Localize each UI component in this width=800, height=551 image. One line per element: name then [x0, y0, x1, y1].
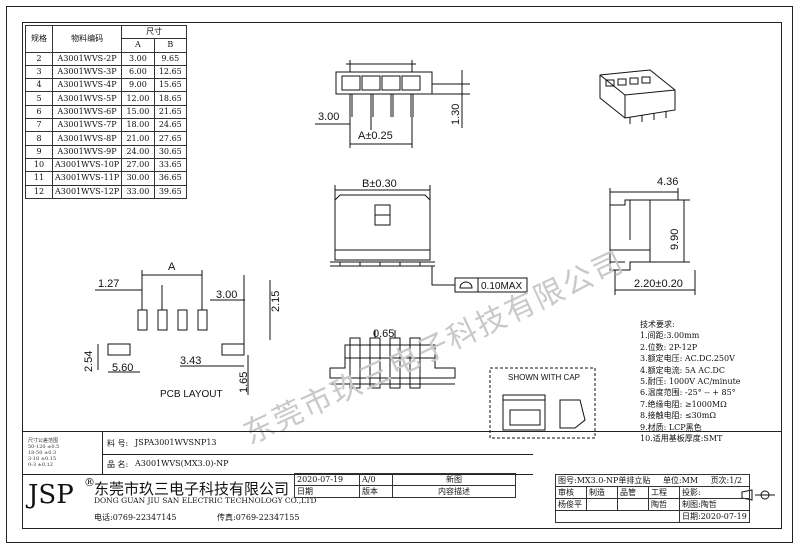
dim-top-3-00: 3.00 [318, 111, 339, 123]
revision-table: 2020-07-19 A/0 新图 日期 版本 内容描述 [294, 473, 516, 498]
rev-date: 2020-07-19 [294, 473, 360, 486]
tech-item: 9.材质: LCP黑色 [640, 422, 702, 432]
tech-item: 4.额定电流: 5A AC.DC [640, 365, 725, 375]
dim-pcb-1-27: 1.27 [98, 278, 119, 290]
tolerance-title: 尺寸公差范围 [28, 438, 59, 444]
header-dims: 尺寸 [121, 24, 187, 40]
tolerance-row: 50-120 ±0.5 [28, 444, 60, 450]
rev-version: A/0 [359, 473, 393, 486]
tech-item: 6.温度范围: -25° -- + 85° [640, 388, 736, 398]
tech-item: 5.耐压: 1000V AC/minute [640, 377, 741, 387]
dim-side-2-20: 2.20±0.20 [634, 278, 683, 290]
tech-item: 8.接触电阻: ≤30mΩ [640, 411, 716, 421]
rev-date-header: 日期 [294, 485, 360, 498]
tech-title: 技术要求: [640, 320, 675, 329]
review-header: 审核 [555, 486, 587, 499]
spec-cell: A3001WVS-12P [51, 184, 123, 199]
dim-side-4-36: 4.36 [657, 176, 678, 188]
dim-pcb-3-43: 3.43 [180, 355, 201, 367]
dim-front-b: B±0.30 [362, 178, 397, 190]
dim-pcb-3-00: 3.00 [216, 289, 237, 301]
page-value: 页次:1/2 [710, 476, 743, 485]
company-phone: 电话:0769-22347145 [94, 513, 177, 522]
part-no-value: JSPA3001WVSNP13 [135, 438, 217, 447]
company-name-cn: 东莞市玖三电子科技有限公司 [94, 480, 290, 498]
tolerance-row: 18-50 ±0.3 [28, 450, 57, 456]
dim-pcb-a: A [168, 261, 176, 273]
eng-header: 工程 [648, 486, 680, 499]
dim-bottom-0-65: 0.65 [373, 328, 394, 340]
dim-pcb-2-15: 2.15 [270, 291, 282, 312]
registered-mark: ® [84, 476, 95, 489]
dim-top-a: A±0.25 [358, 130, 393, 142]
name-row: 品 名: A3001WVS(MX3.0)-NP [102, 454, 533, 475]
drawing-no: 图号:MX3.0-NP单排立贴 单位:MM 页次:1/2 [555, 474, 750, 487]
tolerance-row: 3-18 ±0.15 [28, 456, 57, 462]
dim-pcb-2-54: 2.54 [83, 351, 95, 372]
drawing-no-value: 图号:MX3.0-NP单排立贴 [558, 476, 651, 485]
projection-label: 投影: [679, 486, 750, 499]
pcb-layout [95, 270, 271, 395]
tolerance-cell [22, 432, 102, 475]
dim-side-9-90: 9.90 [669, 229, 681, 250]
spec-cell: 39.65 [153, 184, 188, 199]
bottom-view [329, 330, 456, 389]
header-a: A [121, 38, 155, 53]
company-logo: JSP [28, 480, 74, 510]
isometric-view [599, 69, 676, 124]
side-view [609, 188, 696, 295]
quality-header: 品管 [617, 486, 649, 499]
part-no-label: 料 号: [107, 439, 129, 448]
front-view [330, 185, 528, 293]
dim-pcb-5-60: 5.60 [112, 362, 133, 374]
rev-version-header: 版本 [359, 485, 393, 498]
drawer-name: 陶哲 [648, 498, 680, 511]
tech-item: 2.位数: 2P-12P [640, 342, 698, 352]
unit-value: 单位:MM [662, 476, 699, 485]
pcb-layout-label: PCB LAYOUT [160, 389, 223, 400]
draw-date: 日期:2020-07-19 [679, 510, 750, 523]
spec-cell: 33.00 [121, 184, 155, 199]
shown-with-cap [489, 367, 596, 439]
rev-desc-header: 内容描述 [392, 485, 516, 498]
dim-flatness: 0.10MAX [481, 281, 522, 292]
shown-with-cap-label: SHOWN WITH CAP [508, 373, 580, 382]
rev-desc: 新图 [392, 473, 516, 486]
reviewer-name: 杨俊平 [555, 498, 587, 511]
draw-label: 制图:陶哲 [679, 498, 750, 511]
name-label: 品 名: [107, 460, 129, 469]
header-b: B [153, 38, 188, 53]
header-part: 物料编码 [51, 25, 123, 53]
dim-top-1-30: 1.30 [450, 104, 462, 125]
top-view [315, 60, 470, 148]
drawing-inner-frame [22, 22, 782, 529]
approval-table: 图号:MX3.0-NP单排立贴 单位:MM 页次:1/2 审核 制造 品管 工程… [555, 474, 750, 523]
dim-pcb-1-65: 1.65 [238, 372, 250, 393]
tech-item: 7.绝缘电阻: ≥1000MΩ [640, 399, 727, 409]
company-fax: 传真:0769-22347155 [217, 513, 300, 522]
spec-cell: 30.65 [153, 144, 188, 159]
part-no-row: 料 号: JSPA3001WVSNP13 [102, 432, 533, 455]
tech-item: 3.额定电压: AC.DC.250V [640, 354, 735, 364]
make-header: 制造 [586, 486, 618, 499]
drawing-outer-frame [6, 6, 793, 543]
name-value: A3001WVS(MX3.0)-NP [135, 459, 229, 468]
tech-item: 1.间距:3.00mm [640, 331, 700, 341]
tech-item: 10.适用基板厚度:SMT [640, 434, 723, 444]
tolerance-row: 0-3 ±0.12 [28, 462, 53, 468]
company-name-en: DONG GUAN JIU SAN ELECTRIC TECHNOLOGY CO… [94, 496, 317, 505]
